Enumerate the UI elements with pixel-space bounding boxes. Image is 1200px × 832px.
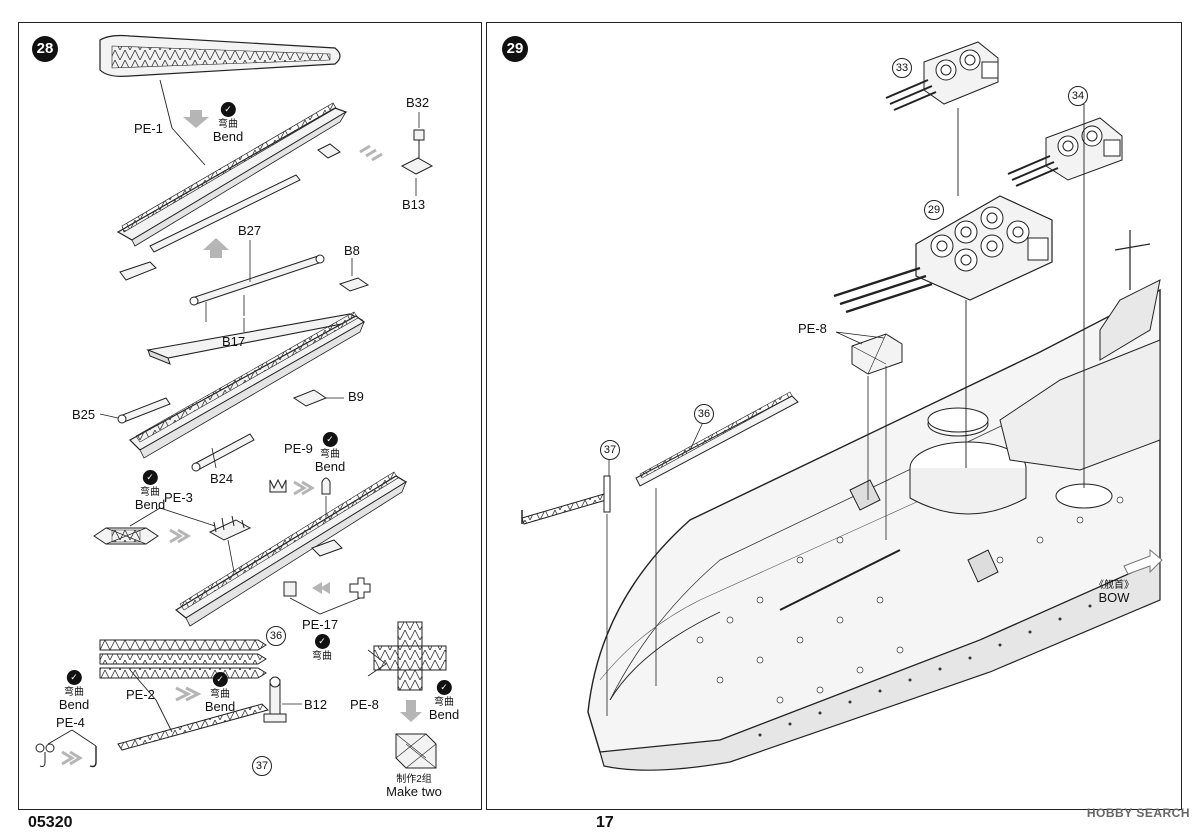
- crane-arm-assembly-2: [99, 311, 366, 472]
- label-pe4: PE-4: [56, 715, 85, 730]
- label-b27: B27: [238, 223, 262, 238]
- product-code: 05320: [28, 814, 73, 831]
- crane-36: [635, 391, 799, 686]
- callout-33: 33: [892, 58, 912, 78]
- bend-en: Bend: [204, 699, 236, 714]
- bend-check-icon: ✓: [212, 672, 228, 687]
- bow-label: 《舰首》 BOW: [1094, 580, 1134, 605]
- bend-note-pe8: ✓ 弯曲 Bend: [429, 680, 459, 722]
- part-b27: [189, 240, 325, 306]
- pe17-part: [283, 577, 371, 615]
- bend-note-pe1: ✓ 弯曲 Bend: [213, 102, 243, 144]
- make-two-cn: 制作2组: [396, 774, 432, 785]
- bend-check-icon: ✓: [314, 634, 330, 649]
- part-b12: [263, 676, 302, 723]
- label-pe3: PE-3: [164, 490, 193, 505]
- label-b9: B9: [348, 389, 364, 404]
- bend-cn: 弯曲: [320, 449, 340, 460]
- bend-check-icon: ✓: [66, 670, 82, 685]
- part-b32-b13: [400, 112, 434, 196]
- label-pe1: PE-1: [134, 121, 163, 136]
- crane-arm-folded-1: [116, 102, 348, 247]
- pe8-part: [367, 621, 447, 769]
- bend-en: Bend: [134, 497, 166, 512]
- label-pe2: PE-2: [126, 687, 155, 702]
- bend-check-icon: ✓: [142, 470, 158, 485]
- battleship-hull: [587, 230, 1163, 771]
- label-pe17: PE-17: [302, 617, 339, 632]
- bend-check-icon: ✓: [220, 102, 236, 117]
- bend-cn: 弯曲: [218, 119, 238, 130]
- label-pe8-step28: PE-8: [350, 697, 379, 712]
- callout-29: 29: [924, 200, 944, 220]
- bend-en: Bend: [58, 697, 90, 712]
- crane-arm-assembly-3: [174, 471, 408, 627]
- label-b13: B13: [402, 197, 426, 212]
- callout-34: 34: [1068, 86, 1088, 106]
- panel-step-28: [18, 22, 482, 810]
- label-pe9: PE-9: [284, 441, 313, 456]
- callout-37: 37: [600, 440, 620, 460]
- label-b24: B24: [210, 471, 234, 486]
- page-number: 17: [596, 814, 614, 831]
- panel-step-29: [486, 22, 1182, 810]
- bend-cn: 弯曲: [210, 689, 230, 700]
- pe1-flat-part: [99, 34, 341, 77]
- step-number-29: 29: [502, 36, 528, 62]
- bend-note-pe2: ✓ 弯曲 Bend: [205, 672, 235, 714]
- turret-29: [833, 195, 1053, 314]
- callout-36-small: 36: [266, 626, 286, 646]
- bend-note-pe9: ✓ 弯曲 Bend: [315, 432, 345, 474]
- bow-en: BOW: [1098, 590, 1130, 605]
- bend-note-pe3: ✓ 弯曲 Bend: [135, 470, 165, 512]
- step-number-28: 28: [32, 36, 58, 62]
- pe3-part: [93, 507, 252, 545]
- bend-note-pe4: ✓ 弯曲 Bend: [59, 670, 89, 712]
- label-b8: B8: [344, 243, 360, 258]
- label-pe8-step29: PE-8: [798, 321, 827, 336]
- make-two-note: 制作2组 Make two: [386, 774, 442, 799]
- bow-cn: 《舰首》: [1094, 580, 1134, 591]
- label-b17: B17: [222, 334, 246, 349]
- pe4-part: [35, 729, 97, 768]
- label-b12: B12: [304, 697, 328, 712]
- callout-36: 36: [694, 404, 714, 424]
- turret-33: [885, 41, 999, 111]
- bend-en: Bend: [428, 707, 460, 722]
- bend-check-icon: ✓: [322, 432, 338, 447]
- pe2-flat-parts: [99, 639, 267, 679]
- bend-en: Bend: [212, 129, 244, 144]
- pe8-installed: [835, 331, 903, 540]
- callout-37-small: 37: [252, 756, 272, 776]
- bend-cn: 弯曲: [434, 697, 454, 708]
- make-two-en: Make two: [386, 784, 442, 799]
- label-b25: B25: [72, 407, 96, 422]
- bend-check-icon: ✓: [436, 680, 452, 695]
- turret-34: [1007, 117, 1123, 187]
- bend-cn: 弯曲: [312, 651, 332, 662]
- bend-note-pe17: ✓ 弯曲: [312, 634, 332, 662]
- bend-en: Bend: [314, 459, 346, 474]
- watermark: HOBBY SEARCH: [1086, 806, 1190, 820]
- bend-cn: 弯曲: [64, 687, 84, 698]
- label-b32: B32: [406, 95, 430, 110]
- crane-37: [521, 460, 611, 716]
- bend-cn: 弯曲: [140, 487, 160, 498]
